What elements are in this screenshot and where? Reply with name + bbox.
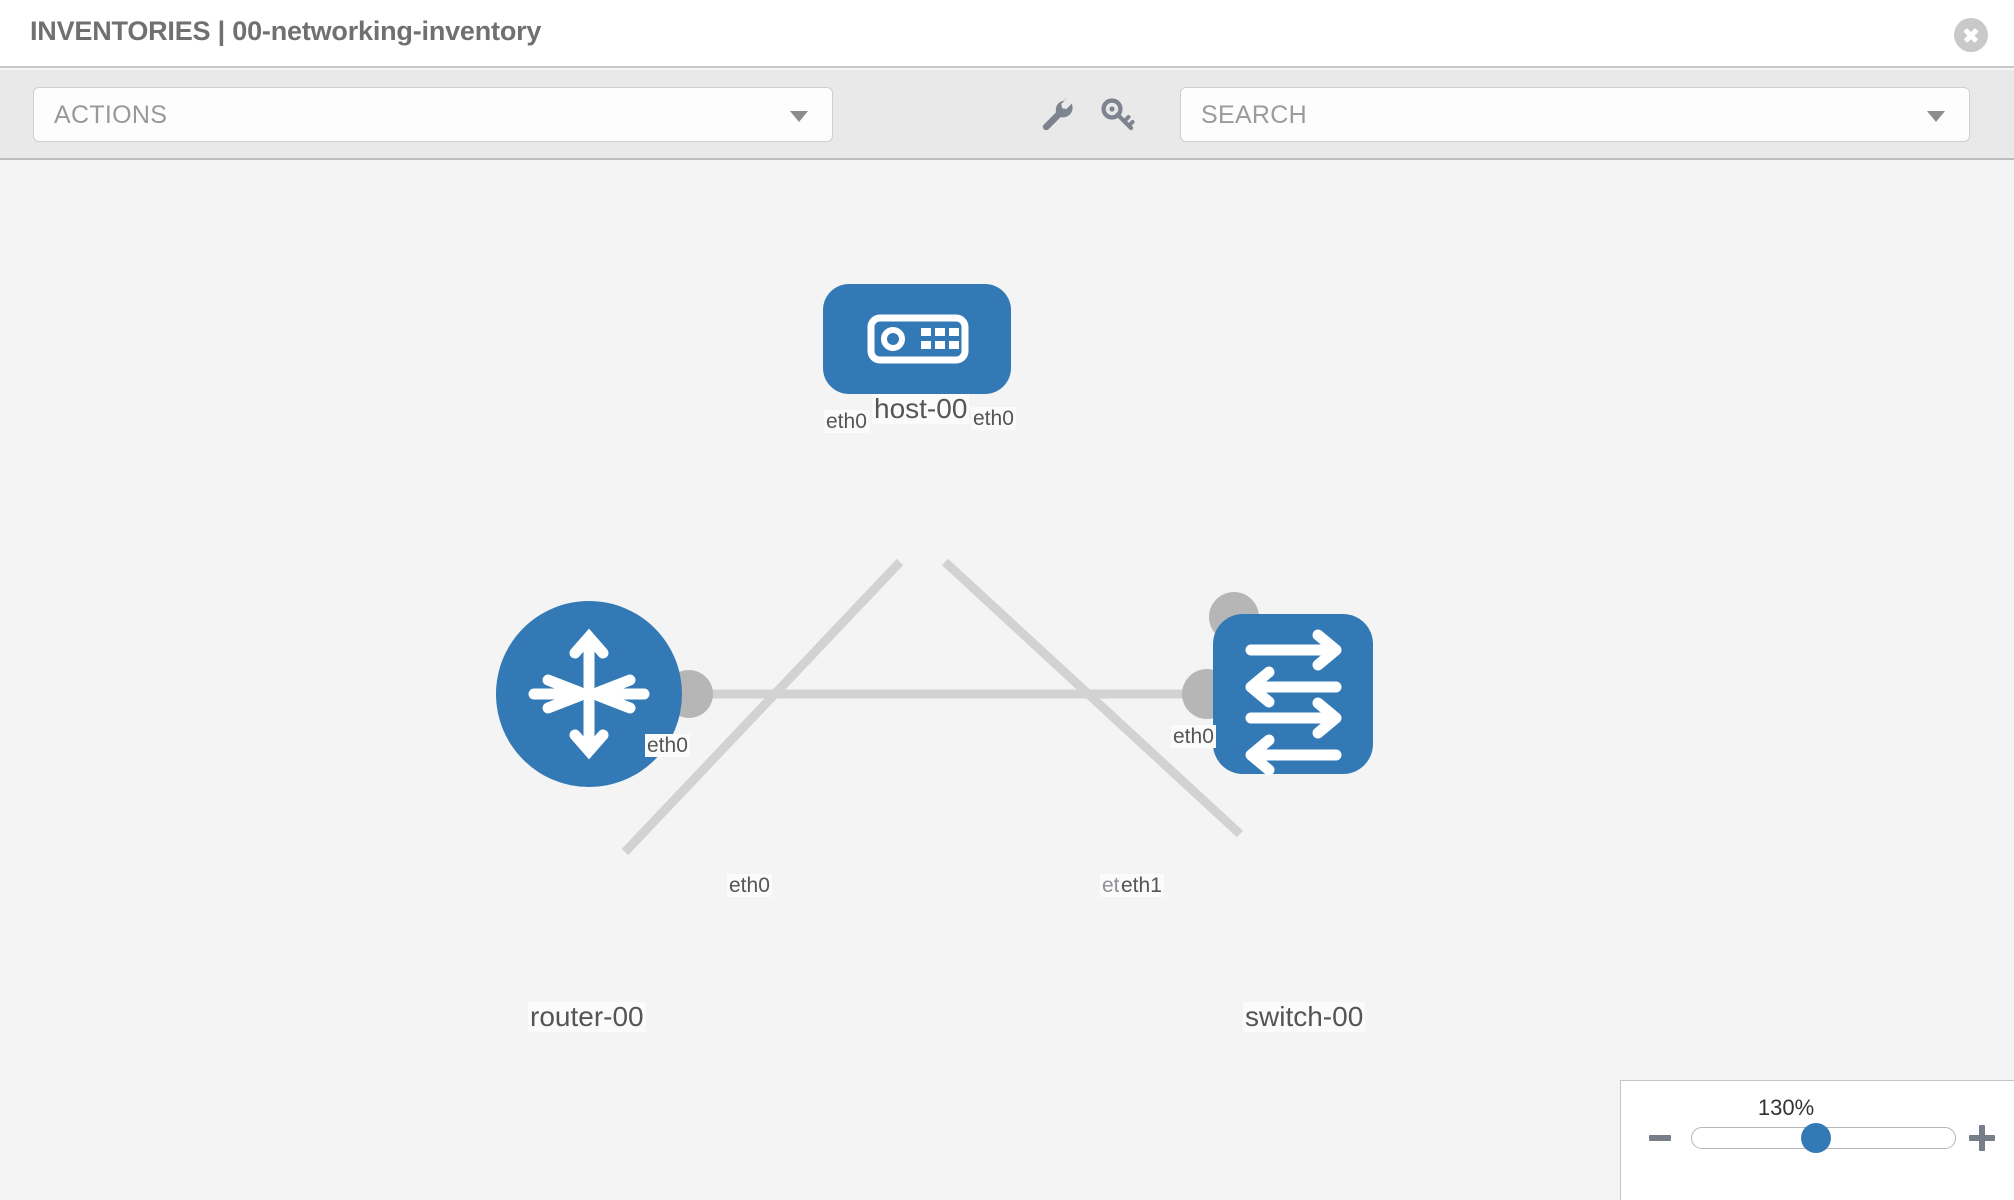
node-label-router-00: router-00 [528, 1001, 646, 1032]
zoom-percent-label: 130% [1757, 1095, 1815, 1120]
close-icon[interactable] [1954, 18, 1988, 52]
page-title: INVENTORIES | 00-networking-inventory [30, 16, 542, 46]
iface-label-router00-right: eth0 [727, 874, 772, 897]
chevron-down-icon [790, 111, 808, 122]
iface-label-switch00-left: eth1 [1119, 874, 1164, 897]
topology-canvas[interactable]: host-00 router-00 switch-00 eth0 eth0 et… [0, 162, 2014, 1200]
iface-label-router00-up: eth0 [645, 734, 690, 757]
key-icon[interactable] [1095, 92, 1139, 136]
search-placeholder: SEARCH [1201, 101, 1307, 129]
chevron-down-icon [1927, 111, 1945, 122]
zoom-slider-thumb[interactable] [1801, 1123, 1831, 1153]
node-switch-00[interactable] [1213, 614, 1373, 776]
link-host00-router00[interactable] [621, 558, 904, 856]
toolbar: ACTIONS SEARCH [0, 70, 2014, 160]
plus-icon[interactable] [1969, 1125, 1995, 1151]
node-label-switch-00: switch-00 [1243, 1001, 1366, 1032]
minus-icon[interactable] [1649, 1135, 1671, 1141]
iface-label-switch00-up: eth0 [1171, 725, 1216, 748]
page-header: INVENTORIES | 00-networking-inventory [0, 0, 2014, 68]
search-input[interactable]: SEARCH [1180, 87, 1970, 142]
actions-dropdown[interactable]: ACTIONS [33, 87, 833, 142]
node-router-00[interactable] [496, 601, 682, 787]
iface-label-host00-right: eth0 [971, 407, 1016, 430]
wrench-icon[interactable] [1035, 92, 1079, 136]
zoom-control-panel: 130% [1620, 1080, 2014, 1200]
node-label-host-00: host-00 [872, 393, 970, 424]
actions-dropdown-label: ACTIONS [54, 101, 168, 129]
topology-graph [496, 284, 1373, 856]
node-host-00[interactable] [823, 284, 1011, 394]
iface-label-host00-left: eth0 [824, 410, 869, 433]
